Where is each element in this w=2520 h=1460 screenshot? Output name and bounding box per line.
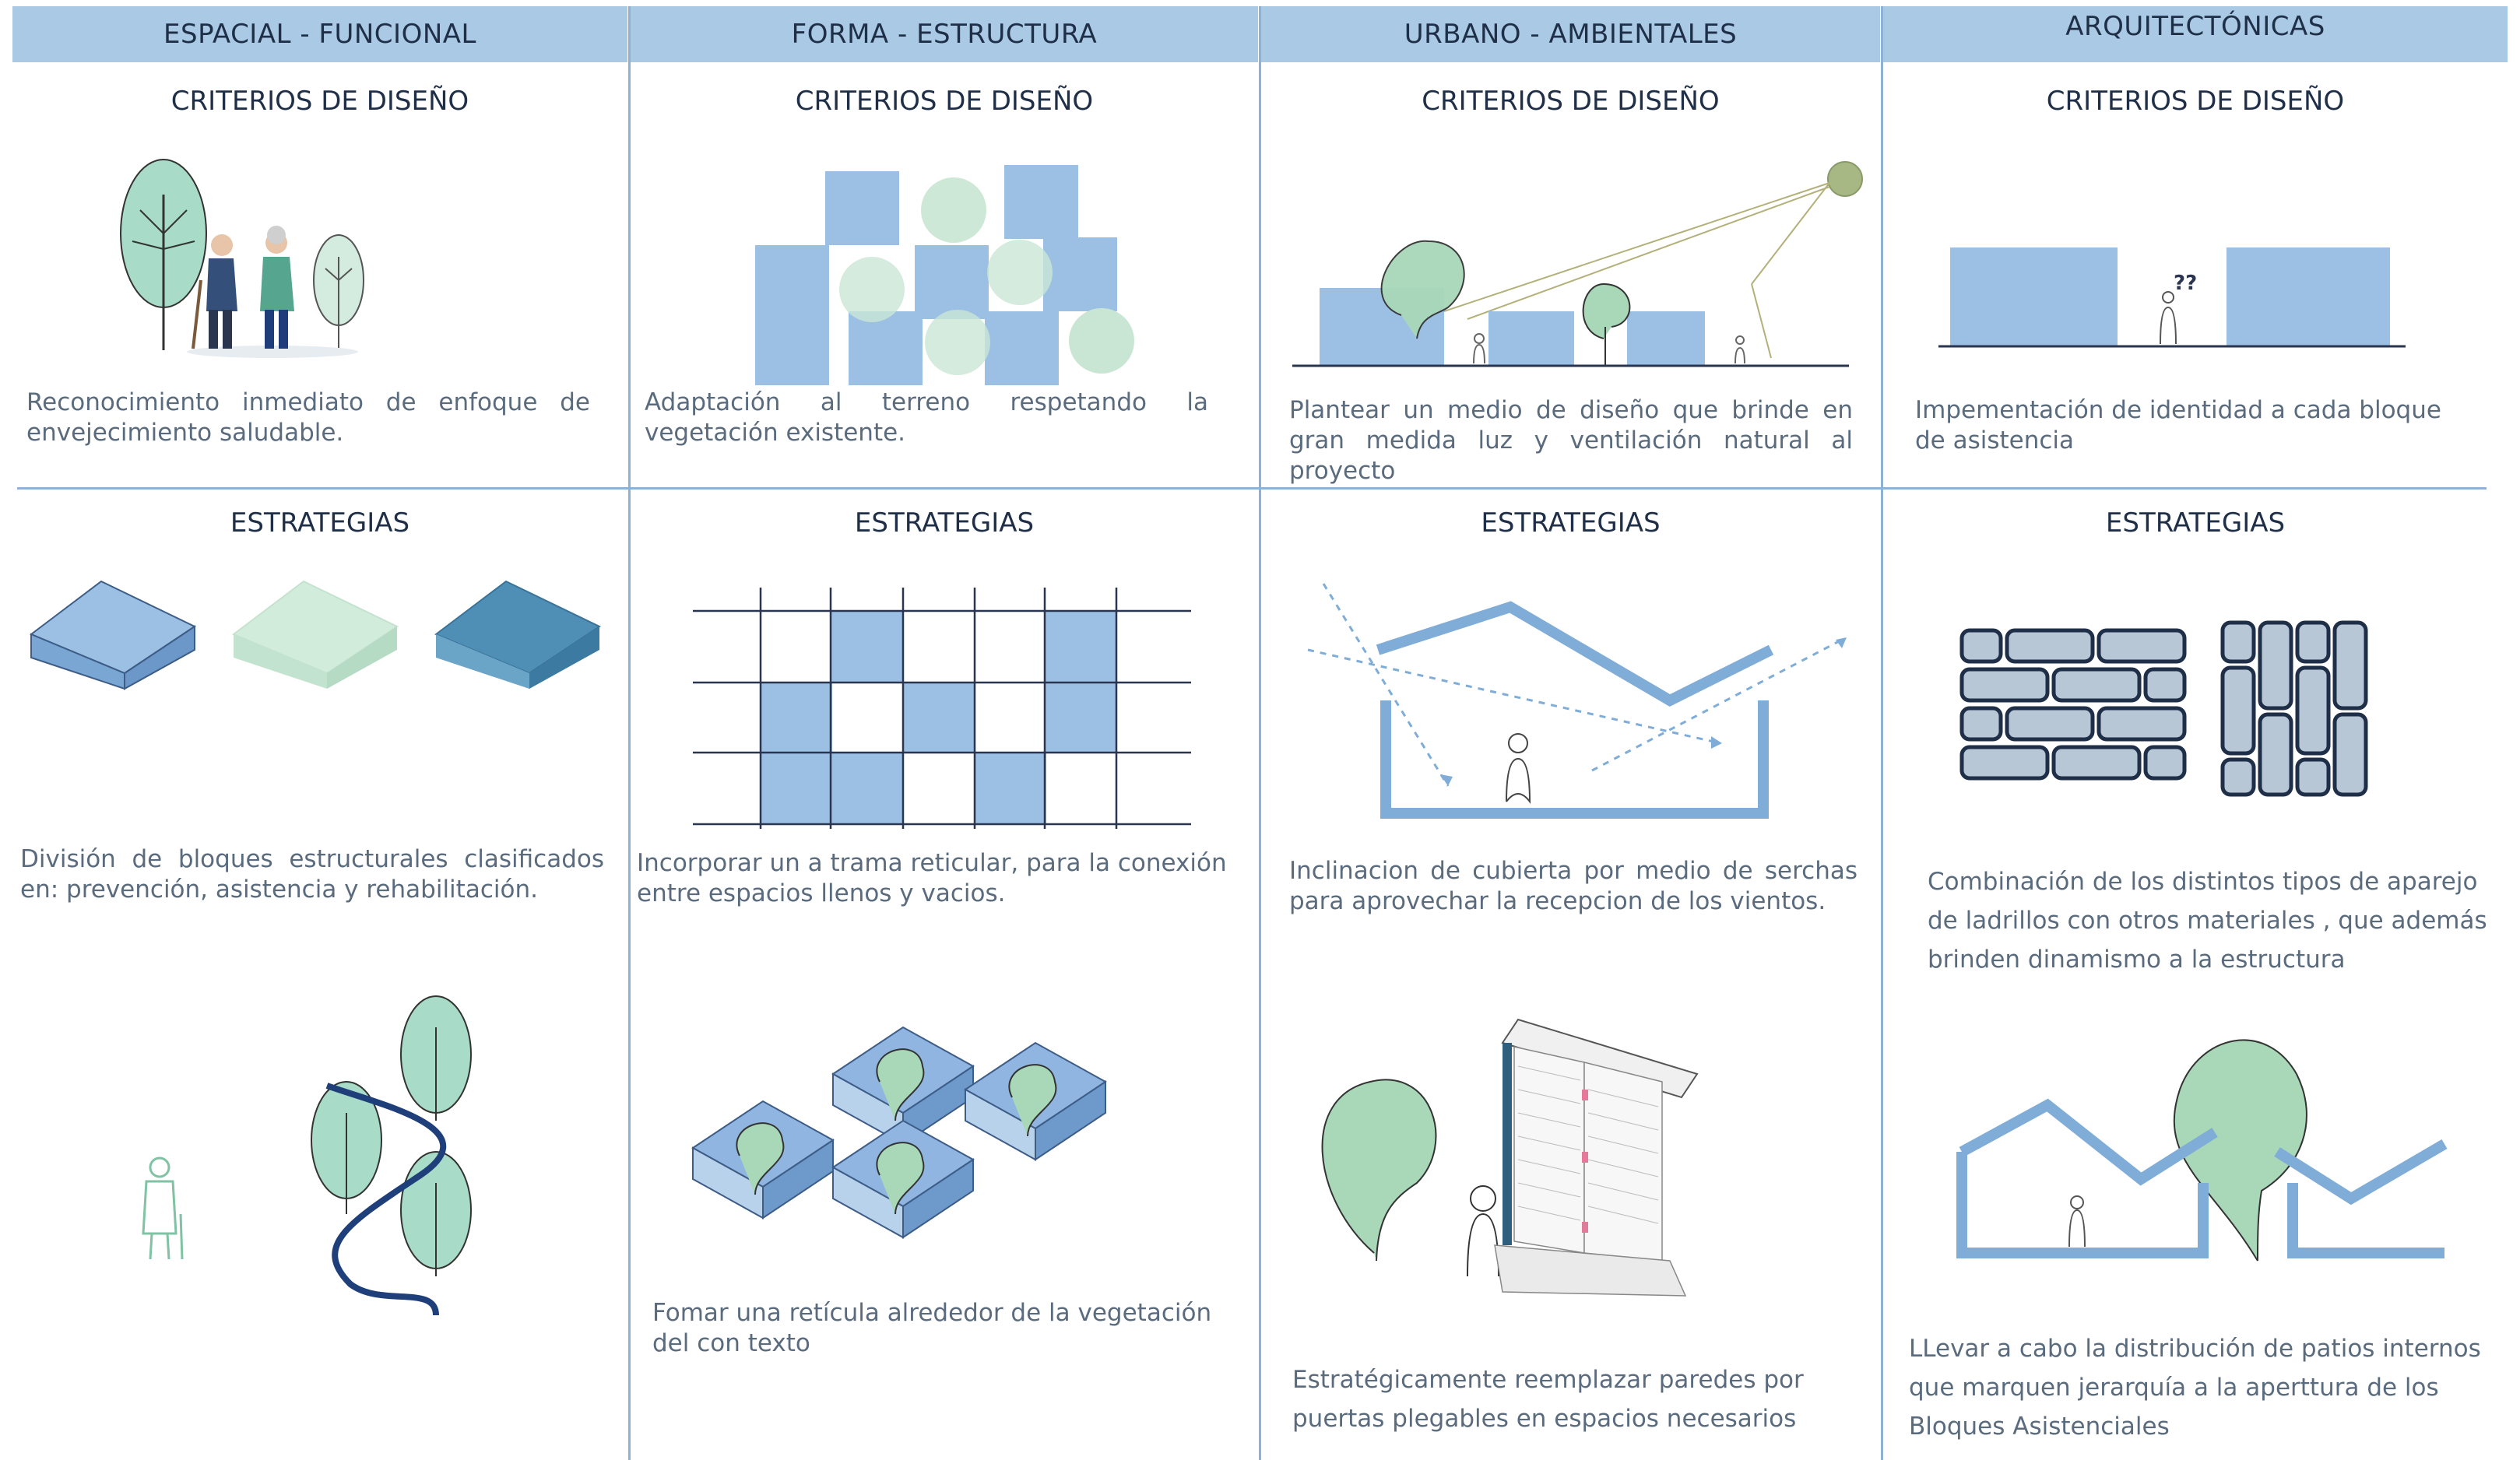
estrategia-text-4: Combinación de los distintos tipos de ap…: [1928, 868, 2487, 974]
roof-wind-illustration: [1307, 583, 1847, 819]
terrain-blocks-illustration: [755, 165, 1134, 385]
brick-bond-illustration: [1959, 620, 2368, 797]
estrategia-text-3: Inclinacion de cubierta por medio de ser…: [1289, 857, 1857, 915]
estrategia-text-1: División de bloques estructurales clasif…: [20, 845, 604, 904]
criterio-text-2: Adaptación al terreno respetando la vege…: [645, 388, 1208, 447]
criterio-text-4: Impementación de identidad a cada bloque…: [1915, 396, 2441, 454]
column-divider-2: [1259, 6, 1261, 1460]
header-urbano-ambientales: URBANO - AMBIENTALES: [1261, 6, 1880, 62]
criterios-title-1: CRITERIOS DE DISEÑO: [170, 86, 469, 117]
estrategias-title-4: ESTRATEGIAS: [2105, 507, 2286, 539]
criterio-text-1: Reconocimiento inmediato de enfoque de e…: [26, 388, 590, 447]
elderly-couple-trees-illustration: [120, 159, 364, 358]
criterios-title-3: CRITERIOS DE DISEÑO: [1422, 86, 1720, 117]
row-divider: [17, 487, 2487, 490]
criterio-text-3: Plantear un medio de diseño que brinde e…: [1289, 396, 1853, 485]
block-identity-illustration: ??: [1938, 247, 2406, 348]
estrategia-b-text-2: Fomar una retícula alrededor de la veget…: [652, 1299, 1212, 1357]
estrategia-text-2: Incorporar un a trama reticular, para la…: [637, 849, 1227, 907]
light-ventilation-illustration: [1292, 161, 1863, 367]
internal-patios-illustration: [1956, 1039, 2448, 1262]
column-divider-3: [1881, 6, 1883, 1460]
criterios-title-4: CRITERIOS DE DISEÑO: [2046, 86, 2345, 117]
path-trees-illustration: [142, 995, 472, 1316]
estrategia-b-text-4: LLevar a cabo la distribución de patios …: [1909, 1335, 2481, 1441]
header-espacial-funcional: ESPACIAL - FUNCIONAL: [12, 6, 627, 62]
estrategia-b-text-3: Estratégicamente reemplazar paredes por …: [1292, 1366, 1804, 1433]
column-divider-1: [628, 6, 631, 1460]
question-mark-text: ??: [2174, 272, 2197, 295]
structural-blocks-illustration: [30, 580, 602, 690]
criterios-title-2: CRITERIOS DE DISEÑO: [795, 86, 1094, 117]
estrategias-title-2: ESTRATEGIAS: [854, 507, 1035, 539]
estrategias-title-1: ESTRATEGIAS: [230, 507, 410, 539]
reticular-grid-illustration: [693, 588, 1191, 829]
estrategias-title-3: ESTRATEGIAS: [1481, 507, 1661, 539]
folding-doors-illustration: [1321, 1018, 1699, 1297]
header-forma-estructura: FORMA - ESTRUCTURA: [631, 6, 1258, 62]
blocks-around-vegetation-illustration: [691, 1026, 1107, 1239]
header-arquitectonicas: ARQUITECTÓNICAS: [1883, 6, 2508, 62]
